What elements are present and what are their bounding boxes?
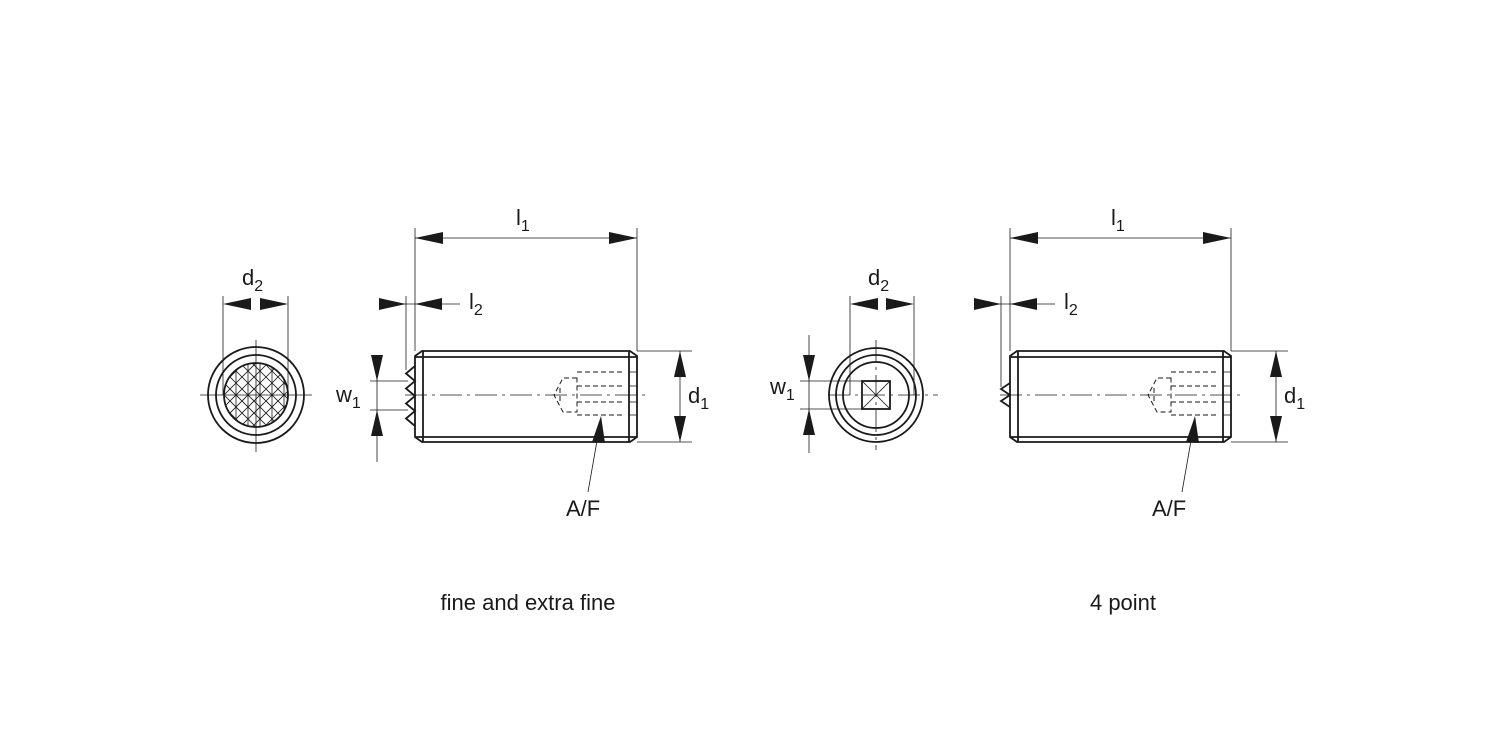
body-outline [414, 350, 638, 443]
cup-point-teeth [404, 365, 417, 427]
body-outline [1009, 350, 1232, 443]
l2-label: l2 [1064, 289, 1078, 319]
d2-label: d2 [242, 265, 263, 295]
l2-label: l2 [469, 289, 483, 319]
socket-cone [553, 377, 578, 413]
knurl-line [224, 363, 265, 427]
w1-label: w1 [335, 382, 361, 412]
socket-cone [1147, 377, 1172, 413]
knurl-line [255, 363, 288, 427]
d2-label: d2 [868, 265, 889, 295]
end-view-knurled [200, 296, 312, 452]
caption-4-point: 4 point [1090, 590, 1156, 615]
knurl-line [255, 363, 288, 427]
knurl-line [224, 363, 253, 427]
end-view-4-point [800, 296, 938, 453]
l1-label: l1 [1111, 205, 1125, 235]
l1-label: l1 [516, 205, 530, 235]
knurl-line [224, 363, 265, 427]
w1-dimension [370, 355, 408, 462]
side-view-body [379, 228, 692, 493]
d1-label: d1 [688, 383, 709, 413]
caption-fine: fine and extra fine [441, 590, 616, 615]
side-view-body [974, 228, 1288, 493]
af-label: A/F [566, 496, 600, 521]
d1-label: d1 [1284, 383, 1305, 413]
knurl-line [224, 363, 253, 427]
af-label: A/F [1152, 496, 1186, 521]
w1-label: w1 [769, 374, 795, 404]
